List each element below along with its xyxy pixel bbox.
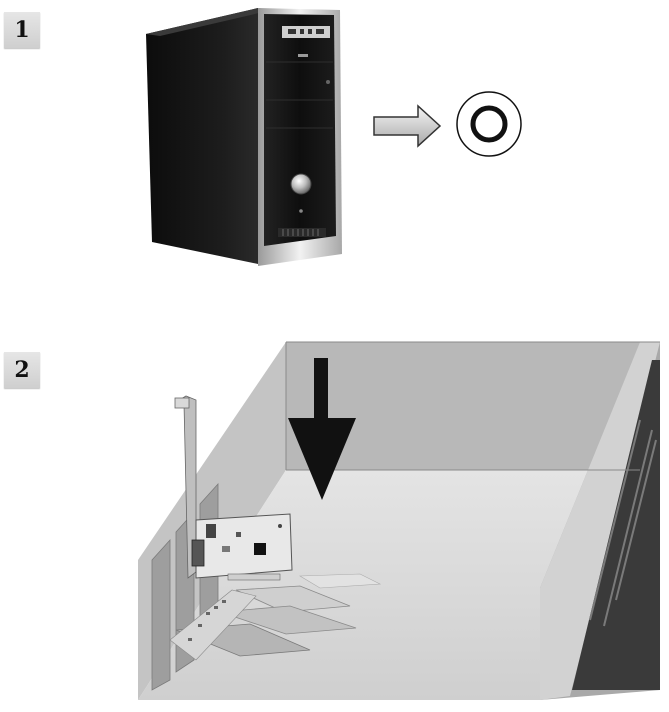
card-chip bbox=[254, 543, 266, 555]
drive-eject bbox=[326, 80, 330, 84]
card-port bbox=[191, 539, 205, 567]
power-led bbox=[299, 209, 303, 213]
chassis-back-wall bbox=[286, 342, 640, 470]
dvd-logo bbox=[298, 54, 308, 57]
step-number-badge-2: 2 bbox=[4, 352, 40, 388]
card-pcb bbox=[195, 513, 293, 579]
tower-top bbox=[146, 8, 272, 36]
card-edge-connector bbox=[227, 573, 281, 581]
audio-port-1 bbox=[300, 29, 304, 34]
down-arrow-icon bbox=[288, 358, 356, 500]
right-arrow-icon bbox=[373, 104, 442, 148]
step-number-2: 2 bbox=[14, 357, 30, 383]
motherboard-pcie-slots bbox=[169, 573, 382, 661]
tower-front-panel bbox=[264, 14, 336, 246]
tower-side-panel bbox=[146, 8, 258, 264]
card-port-2 bbox=[206, 524, 216, 538]
step-number-badge-1: 1 bbox=[4, 12, 40, 48]
step-number-1: 1 bbox=[14, 17, 30, 43]
pc-tower bbox=[146, 8, 342, 266]
audio-port-2 bbox=[308, 29, 312, 34]
usb-port-2 bbox=[316, 29, 324, 34]
tower-power-button bbox=[290, 173, 312, 195]
front-vent bbox=[278, 228, 326, 237]
expansion-card bbox=[174, 395, 293, 581]
usb-port-1 bbox=[288, 29, 296, 34]
power-off-icon bbox=[456, 91, 522, 157]
